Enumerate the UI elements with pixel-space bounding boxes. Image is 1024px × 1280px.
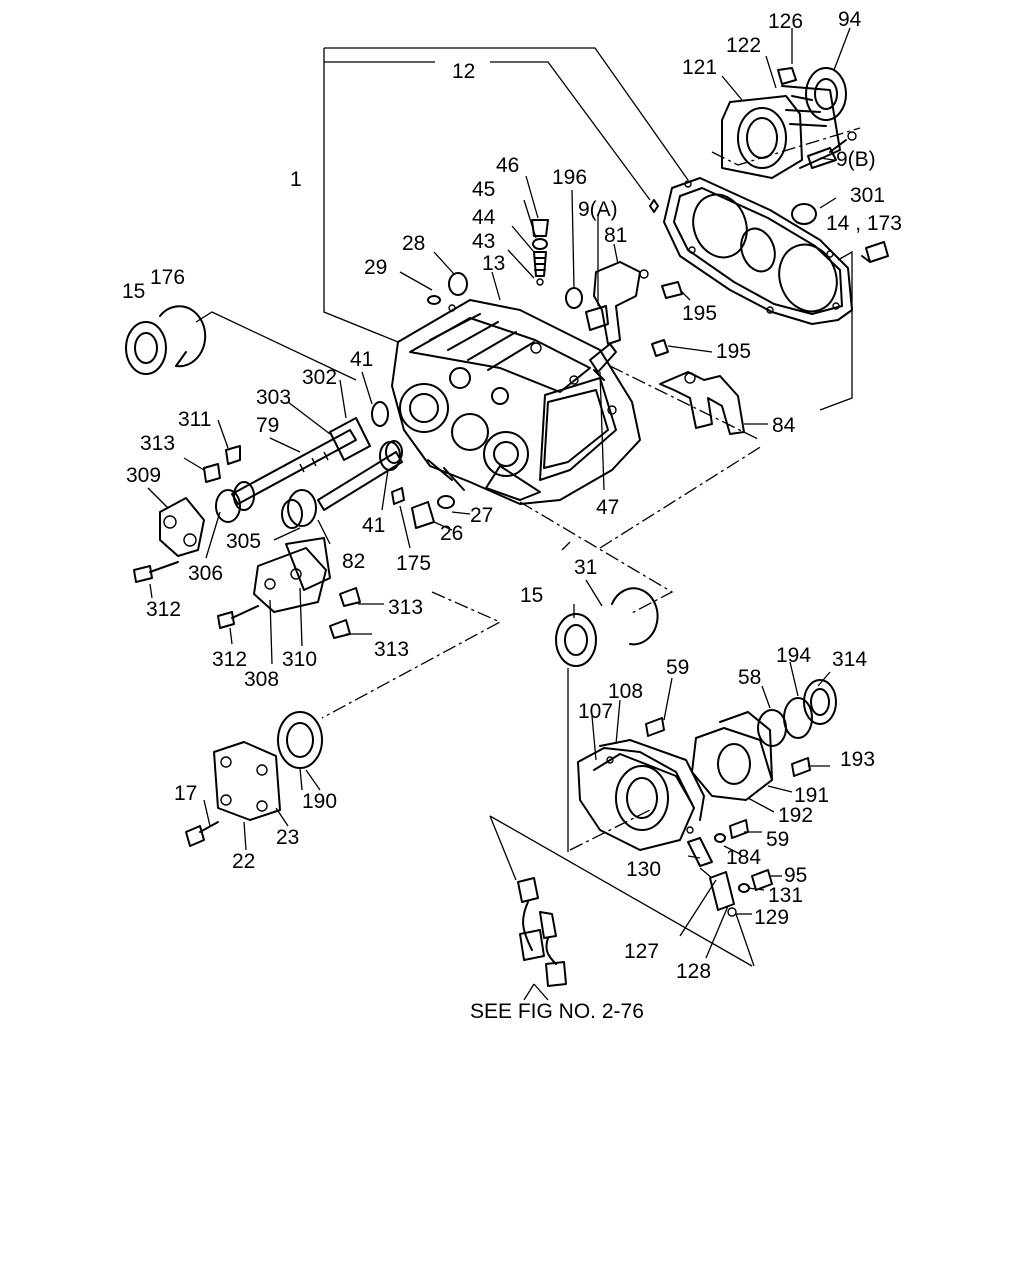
label-28: 28 [402, 232, 425, 255]
label-312-lower: 312 [212, 648, 247, 671]
label-194: 194 [776, 644, 811, 667]
label-107: 107 [578, 700, 613, 723]
label-309: 309 [126, 464, 161, 487]
label-311: 311 [178, 408, 211, 431]
label-22: 22 [232, 850, 255, 873]
label-27: 27 [470, 504, 493, 527]
label-192: 192 [778, 804, 813, 827]
label-95: 95 [784, 864, 807, 887]
top-components [427, 219, 683, 381]
label-184: 184 [726, 846, 761, 869]
label-9b: 9(B) [836, 148, 876, 171]
label-15-upper: 15 [122, 280, 145, 303]
label-196: 196 [552, 166, 587, 189]
label-94: 94 [838, 8, 862, 31]
label-59-upper: 59 [666, 656, 689, 679]
label-302: 302 [302, 366, 337, 389]
label-130: 130 [626, 858, 661, 881]
label-131: 131 [768, 884, 803, 907]
label-175: 175 [396, 552, 431, 575]
label-17: 17 [174, 782, 197, 805]
label-313-upper: 313 [140, 432, 175, 455]
label-79: 79 [256, 414, 279, 437]
label-121: 121 [682, 56, 717, 79]
label-59-lower: 59 [766, 828, 789, 851]
shafts-and-seals [125, 305, 455, 639]
label-308: 308 [244, 668, 279, 691]
label-58: 58 [738, 666, 761, 689]
label-26: 26 [440, 522, 463, 545]
label-leaders [147, 27, 851, 1001]
rear-case-plate [649, 67, 889, 325]
label-193: 193 [840, 748, 875, 771]
label-303: 303 [256, 386, 291, 409]
label-43: 43 [472, 230, 495, 253]
extension-housing [577, 679, 837, 917]
label-84: 84 [772, 414, 796, 437]
label-29: 29 [364, 256, 387, 279]
label-126: 126 [768, 10, 803, 33]
label-23: 23 [276, 826, 299, 849]
label-314: 314 [832, 648, 867, 671]
label-81: 81 [604, 224, 627, 247]
label-313-middle: 313 [388, 596, 423, 619]
label-129: 129 [754, 906, 789, 929]
label-9a: 9(A) [578, 198, 618, 221]
shift-fork-84 [659, 371, 745, 435]
label-312-upper: 312 [146, 598, 181, 621]
group-brackets [195, 47, 861, 967]
label-82: 82 [342, 550, 365, 573]
label-176: 176 [150, 266, 185, 289]
label-310: 310 [282, 648, 317, 671]
label-128: 128 [676, 960, 711, 983]
main-case [391, 299, 641, 505]
label-14-173: 14 , 173 [826, 212, 902, 235]
label-195-lower: 195 [716, 340, 751, 363]
part-labels: 1 12 126 94 122 121 9(B) 301 14 , 173 46… [122, 8, 902, 1023]
label-122: 122 [726, 34, 761, 57]
label-41-lower: 41 [362, 514, 385, 537]
label-41-upper: 41 [350, 348, 373, 371]
label-191: 191 [794, 784, 829, 807]
label-313-lower: 313 [374, 638, 409, 661]
label-195-upper: 195 [682, 302, 717, 325]
label-45: 45 [472, 178, 495, 201]
label-47: 47 [596, 496, 619, 519]
label-190: 190 [302, 790, 337, 813]
label-13: 13 [482, 252, 505, 275]
label-306: 306 [188, 562, 223, 585]
label-127: 127 [624, 940, 659, 963]
label-1: 1 [290, 168, 302, 191]
label-108: 108 [608, 680, 643, 703]
label-31: 31 [574, 556, 597, 579]
label-44: 44 [472, 206, 496, 229]
label-15-lower: 15 [520, 584, 543, 607]
label-305: 305 [226, 530, 261, 553]
label-12: 12 [452, 60, 475, 83]
see-figure-note: SEE FIG NO. 2-76 [470, 1000, 644, 1023]
label-301: 301 [850, 184, 885, 207]
label-46: 46 [496, 154, 519, 177]
wiring-harness [517, 877, 567, 987]
seal-and-ring [555, 587, 659, 667]
